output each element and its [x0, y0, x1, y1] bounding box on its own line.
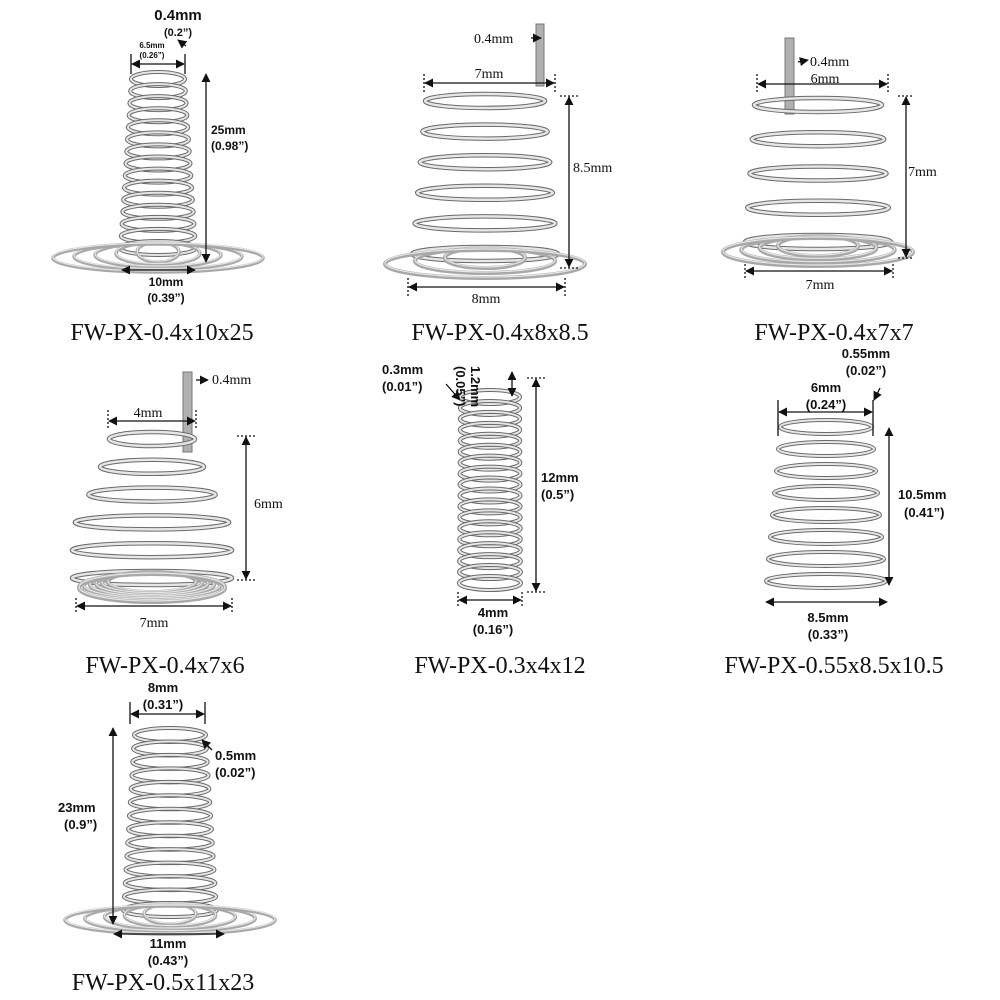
spring-2-base-label: 8mm	[472, 292, 501, 307]
spring-5-caption: FW-PX-0.3x4x12	[414, 653, 585, 679]
spring-7-top-inch-label: (0.31”)	[143, 697, 183, 712]
spring-1-top-label: 6.5mm	[139, 41, 164, 50]
spring-5-pitch-inch-label: (0.05”)	[453, 366, 468, 406]
spring-4-dimension-lines	[75, 375, 255, 614]
spring-7-height-label: 23mm	[58, 800, 96, 815]
spring-1-height-inch-label: (0.98”)	[211, 139, 248, 153]
spring-5-pitch-label: 1.2mm	[468, 366, 483, 407]
spring-2-wire-lead	[535, 23, 545, 87]
spring-7-caption: FW-PX-0.5x11x23	[72, 970, 254, 996]
spring-3-image	[721, 95, 915, 268]
spring-2-height-label: 8.5mm	[573, 161, 612, 176]
spring-4-wire-label: 0.4mm	[212, 373, 251, 388]
spring-5-image	[457, 388, 523, 592]
spring-1-group: 0.4mm (0.2”) 6.5mm (0.26”) 25mm (0.98”) …	[51, 7, 265, 346]
spring-2-top-label: 7mm	[475, 67, 504, 82]
spring-2-image	[383, 91, 587, 280]
spring-5-wire-label: 0.3mm	[382, 362, 423, 377]
spring-2-dimension-lines	[407, 33, 578, 296]
spring-4-image	[69, 429, 235, 604]
spring-7-top-label: 8mm	[148, 680, 178, 695]
spring-5-group: 0.3mm (0.01”) 1.2mm (0.05”) 12mm (0.5”) …	[382, 362, 586, 679]
spring-3-group: 0.4mm 6mm 7mm 7mm FW-PX-0.4x7x7	[721, 37, 937, 346]
spring-6-dimension-lines	[765, 387, 894, 607]
spring-1-base-label: 10mm	[149, 275, 184, 289]
spring-3-wire-lead	[784, 37, 795, 115]
spring-3-caption: FW-PX-0.4x7x7	[754, 320, 913, 346]
spring-2-caption: FW-PX-0.4x8x8.5	[411, 320, 588, 346]
spring-6-caption: FW-PX-0.55x8.5x10.5	[724, 653, 943, 679]
spring-5-height-inch-label: (0.5”)	[541, 487, 574, 502]
spring-1-image	[51, 70, 265, 274]
spring-3-wire-label: 0.4mm	[810, 55, 849, 70]
spring-6-image	[764, 418, 888, 590]
spring-4-group: 0.4mm 4mm 6mm 7mm FW-PX-0.4x7x6	[69, 371, 283, 679]
spring-4-wire-lead	[182, 371, 193, 453]
spring-6-height-label: 10.5mm	[898, 487, 946, 502]
spring-6-top-label: 6mm	[811, 380, 841, 395]
spring-6-wire-label: 0.55mm	[842, 346, 890, 361]
spring-1-height-label: 25mm	[211, 123, 246, 137]
spring-1-caption: FW-PX-0.4x10x25	[70, 320, 253, 346]
spring-4-height-label: 6mm	[254, 497, 283, 512]
spring-7-dimension-lines	[108, 702, 225, 939]
spring-1-wire-inch-label: (0.2”)	[164, 27, 192, 39]
spring-3-top-label: 6mm	[811, 72, 840, 87]
spring-5-base-inch-label: (0.16”)	[473, 622, 513, 637]
spring-7-height-inch-label: (0.9”)	[64, 817, 97, 832]
spring-6-group: 0.55mm (0.02”) 6mm (0.24”) 10.5mm (0.41”…	[724, 346, 946, 679]
spring-6-wire-inch-label: (0.02”)	[846, 363, 886, 378]
spring-3-dimension-lines	[744, 57, 914, 278]
spring-2-group: 0.4mm 7mm 8.5mm 8mm FW-PX-0.4x8x8.5	[383, 23, 612, 346]
spring-5-wire-inch-label: (0.01”)	[382, 379, 422, 394]
spring-4-top-label: 4mm	[134, 406, 163, 421]
spring-2-wire-label: 0.4mm	[474, 32, 513, 47]
spring-5-height-label: 12mm	[541, 470, 579, 485]
spring-7-wire-inch-label: (0.02”)	[215, 765, 255, 780]
spring-7-wire-label: 0.5mm	[215, 748, 256, 763]
spring-6-top-inch-label: (0.24”)	[806, 397, 846, 412]
spring-6-base-inch-label: (0.33”)	[808, 627, 848, 642]
spring-7-group: 8mm (0.31”) 0.5mm (0.02”) 23mm (0.9”) 11…	[58, 680, 277, 996]
spring-4-base-label: 7mm	[140, 616, 169, 631]
spring-1-wire-label: 0.4mm	[154, 7, 202, 24]
spring-5-base-label: 4mm	[478, 605, 508, 620]
spring-4-caption: FW-PX-0.4x7x6	[85, 653, 244, 679]
spring-7-base-inch-label: (0.43”)	[148, 953, 188, 968]
spring-1-top-inch-label: (0.26”)	[140, 51, 165, 60]
spring-1-dimension-lines	[121, 39, 211, 275]
spring-3-height-label: 7mm	[908, 165, 937, 180]
spring-3-base-label: 7mm	[806, 278, 835, 293]
spring-6-height-inch-label: (0.41”)	[904, 505, 944, 520]
spring-1-base-inch-label: (0.39”)	[147, 291, 184, 305]
spring-6-base-label: 8.5mm	[807, 610, 848, 625]
spring-5-dimension-lines	[445, 371, 545, 608]
spring-7-base-label: 11mm	[150, 936, 187, 951]
